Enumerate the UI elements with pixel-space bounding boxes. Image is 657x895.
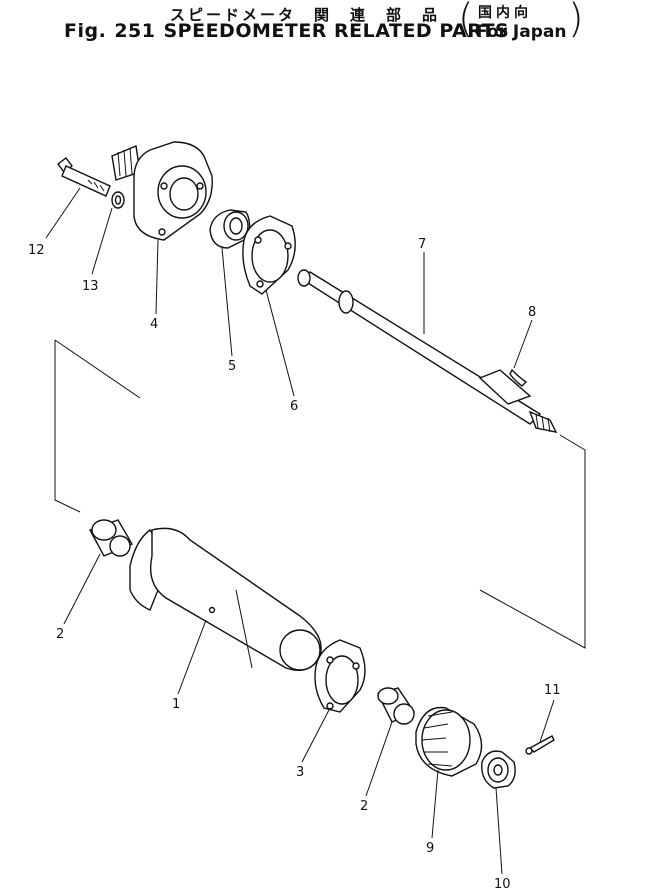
leader-lines xyxy=(45,187,555,875)
callout-2-upper: 2 xyxy=(56,627,64,642)
cotter-pin-part-11 xyxy=(525,735,555,755)
bolt-part-12 xyxy=(57,157,111,197)
shaft-part-7 xyxy=(297,269,558,433)
washer-part-13 xyxy=(111,191,125,209)
region-japanese: 国内向 xyxy=(478,5,532,21)
callout-13: 13 xyxy=(82,279,99,294)
english-title: SPEEDOMETER RELATED PARTS xyxy=(163,20,510,42)
fig-number: 251 xyxy=(114,20,156,42)
castle-nut-part-10 xyxy=(481,750,516,789)
key-part-8 xyxy=(509,368,528,387)
callout-7: 7 xyxy=(418,237,426,252)
callout-4: 4 xyxy=(150,317,158,332)
close-bracket: ) xyxy=(568,0,584,42)
assembly-guide-lines xyxy=(54,339,586,649)
bearing-part-5 xyxy=(209,209,251,249)
callout-9: 9 xyxy=(426,841,434,856)
bushing-part-2-upper xyxy=(88,519,134,557)
tube-part-1 xyxy=(129,527,322,671)
callout-10: 10 xyxy=(494,877,511,892)
callout-labels: 12 13 4 5 6 7 8 2 1 3 2 9 10 11 xyxy=(28,237,561,892)
callout-8: 8 xyxy=(528,305,536,320)
callout-11: 11 xyxy=(544,683,561,698)
housing-part-4 xyxy=(111,141,213,241)
callout-5: 5 xyxy=(228,359,236,374)
callout-2-lower: 2 xyxy=(360,799,368,814)
gear-part-9 xyxy=(415,706,483,777)
figure-title: Fig. 251 SPEEDOMETER RELATED PARTS xyxy=(64,20,517,42)
callout-12: 12 xyxy=(28,243,45,258)
open-bracket: ( xyxy=(458,0,474,42)
figure-header: スピードメータ 関 連 部 品 Fig. 251 SPEEDOMETER RELAT… xyxy=(0,0,657,60)
callout-3: 3 xyxy=(296,765,304,780)
fig-label: Fig. xyxy=(64,20,107,42)
bushing-part-2-lower xyxy=(377,687,416,725)
japanese-title: スピードメータ 関 連 部 品 xyxy=(170,6,441,24)
gasket-part-3 xyxy=(314,639,366,713)
callout-6: 6 xyxy=(290,399,298,414)
callout-1: 1 xyxy=(172,697,180,712)
gasket-part-6 xyxy=(242,215,296,295)
region-english: For Japan xyxy=(476,22,567,42)
